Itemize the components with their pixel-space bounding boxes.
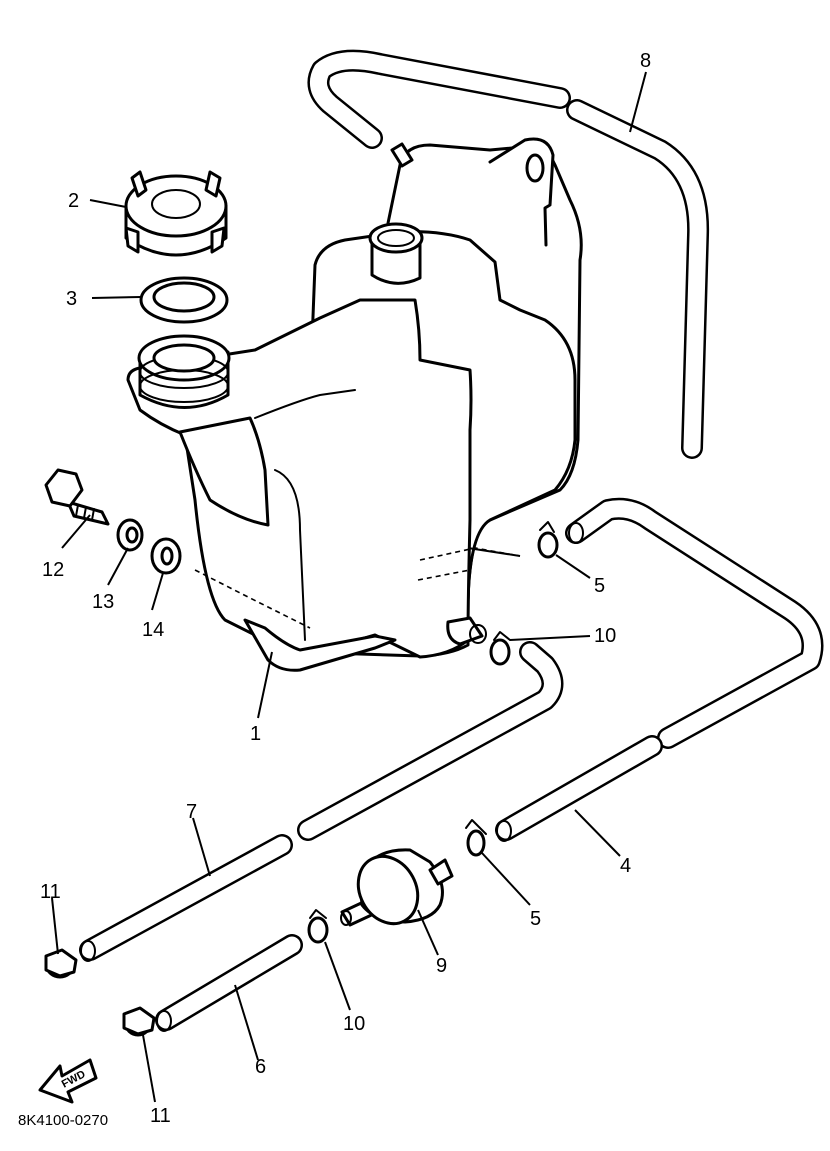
callout-3: 3	[66, 288, 77, 310]
callout-11-lower: 11	[150, 1105, 171, 1127]
hose-clip-10-lower[interactable]	[307, 909, 329, 944]
hose-clip-10-upper[interactable]	[489, 631, 511, 666]
coolant-reservoir-tank[interactable]	[126, 137, 583, 672]
callout-10-lower: 10	[343, 1013, 365, 1035]
callout-7: 7	[186, 801, 197, 823]
callout-6: 6	[255, 1056, 266, 1078]
drawing-code: 8K4100-0270	[18, 1112, 108, 1129]
callout-13: 13	[92, 591, 114, 613]
callout-2: 2	[68, 190, 79, 212]
hose-4[interactable]	[495, 735, 663, 842]
callout-8: 8	[640, 50, 651, 72]
washer-14[interactable]	[150, 537, 182, 575]
hose-clamp-11-upper[interactable]	[44, 948, 78, 979]
callout-4: 4	[620, 855, 631, 877]
callout-5-lower: 5	[530, 908, 541, 930]
hose-8[interactable]	[307, 49, 710, 459]
cap-gasket[interactable]	[139, 276, 229, 324]
callout-11-upper: 11	[40, 881, 61, 903]
hose-clamp-11-lower[interactable]	[122, 1006, 156, 1037]
callout-9: 9	[436, 955, 447, 977]
callout-12: 12	[42, 559, 64, 581]
reservoir-cap[interactable]	[124, 170, 228, 257]
forward-arrow-icon: FWD	[38, 1058, 98, 1104]
hose-clip-5-upper[interactable]	[537, 521, 559, 559]
hose-overflow[interactable]	[565, 497, 824, 749]
collar-13[interactable]	[116, 518, 144, 552]
hose-clip-5-lower[interactable]	[465, 819, 487, 857]
callout-5-upper: 5	[594, 575, 605, 597]
callout-10-upper: 10	[594, 625, 616, 647]
callout-14: 14	[142, 619, 164, 641]
in-line-filter[interactable]	[340, 846, 454, 934]
callout-1: 1	[250, 723, 261, 745]
mounting-bolt[interactable]	[44, 468, 110, 526]
hose-7[interactable]	[79, 641, 564, 962]
hose-6[interactable]	[155, 934, 303, 1032]
